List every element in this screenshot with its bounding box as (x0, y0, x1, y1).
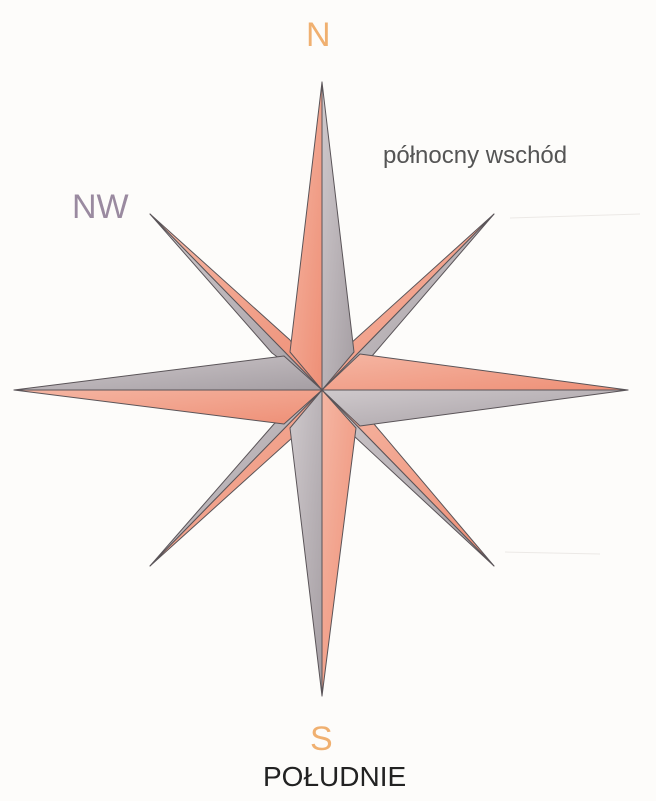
point-s-right-half (322, 390, 356, 696)
south-label: S (310, 722, 333, 756)
north-label: N (306, 18, 331, 52)
point-w-upper-half (14, 356, 322, 390)
point-w-lower-half (14, 390, 322, 424)
northwest-label: NW (72, 190, 129, 224)
point-n-right-half (322, 82, 354, 390)
point-e-upper-half (322, 354, 628, 390)
south-word-label: POŁUDNIE (263, 763, 406, 791)
point-s-left-half (290, 390, 322, 696)
cardinal-points (14, 82, 628, 696)
point-e-lower-half (322, 390, 628, 426)
northeast-word-label: północny wschód (383, 144, 567, 168)
point-n-left-half (290, 82, 322, 390)
